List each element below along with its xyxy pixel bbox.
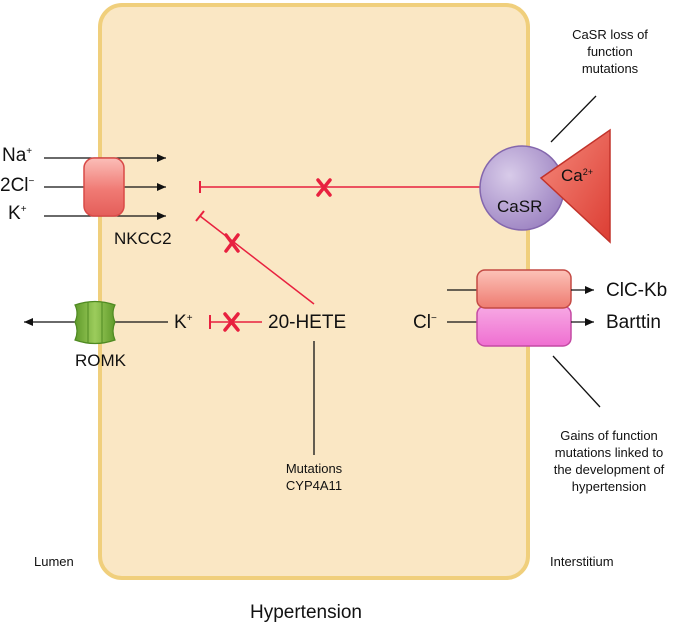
k-efflux-label: K+ bbox=[174, 313, 193, 332]
calcium-charge: 2+ bbox=[582, 167, 593, 177]
na-ion-label: Na+ bbox=[2, 146, 32, 165]
barttin-label: Barttin bbox=[606, 312, 661, 333]
nkcc2-label: NKCC2 bbox=[114, 229, 172, 248]
k-efflux-charge: + bbox=[186, 313, 193, 324]
interstitium-label: Interstitium bbox=[550, 554, 614, 569]
na-ion-base: Na bbox=[2, 145, 27, 166]
calcium-base: Ca bbox=[561, 166, 583, 185]
casr-label: CaSR bbox=[497, 197, 543, 216]
romk-label: ROMK bbox=[75, 351, 126, 370]
casr-block-x-icon bbox=[316, 178, 332, 197]
casr-annotation-pointer bbox=[550, 95, 597, 143]
hete-label: 20-HETE bbox=[268, 312, 347, 333]
clc-kb-label: ClC-Kb bbox=[606, 280, 668, 301]
gain-annotation: Gains of function mutations linked to th… bbox=[553, 428, 665, 494]
k-ion-charge: + bbox=[20, 204, 27, 215]
cl-ion-label: 2Cl− bbox=[0, 176, 34, 195]
cyp-mutations-label: Mutations CYP4A11 bbox=[264, 460, 364, 494]
calcium-label: Ca2+ bbox=[561, 167, 593, 184]
cl-basolateral-base: Cl bbox=[413, 312, 431, 333]
cyp-mutations-line-2: CYP4A11 bbox=[285, 478, 343, 493]
gain-annotation-pointer bbox=[552, 355, 601, 408]
cl-basolateral-label: Cl− bbox=[413, 313, 437, 332]
nkcc2-transporter bbox=[83, 157, 125, 217]
hete-romk-block-x-icon bbox=[223, 312, 240, 332]
k-efflux-base: K bbox=[174, 312, 187, 333]
romk-channel bbox=[74, 300, 116, 345]
k-ion-base: K bbox=[8, 203, 21, 224]
caption: Hypertension bbox=[250, 602, 362, 623]
cyp-mutations-line-1: Mutations bbox=[285, 461, 343, 476]
hete-nkcc2-inhibition-bar bbox=[195, 210, 205, 222]
cl-ion-base: 2Cl bbox=[0, 175, 29, 196]
cl-basolateral-charge: − bbox=[430, 313, 437, 324]
cl-ion-charge: − bbox=[28, 176, 35, 187]
k-ion-label: K+ bbox=[8, 204, 27, 223]
na-ion-charge: + bbox=[26, 146, 33, 157]
clc-kb-channel bbox=[476, 269, 572, 309]
casr-annotation: CaSR loss of function mutations bbox=[572, 27, 648, 76]
hete-nkcc2-inhibition-line bbox=[199, 215, 315, 305]
calcium-ion-triangle bbox=[539, 128, 611, 244]
hete-nkcc2-block-x-icon bbox=[224, 233, 240, 253]
lumen-label: Lumen bbox=[34, 554, 74, 569]
barttin-subunit bbox=[476, 305, 572, 347]
